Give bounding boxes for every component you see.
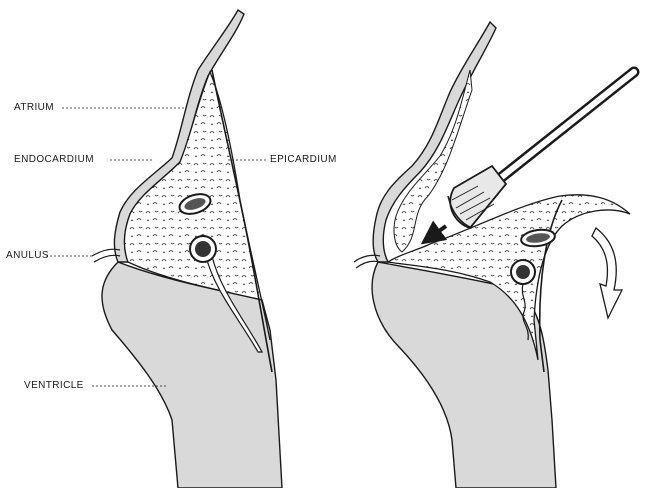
- label-atrium: ATRIUM: [14, 102, 54, 114]
- label-epicardium: EPICARDIUM: [270, 154, 337, 166]
- right-panel: [354, 22, 634, 488]
- right-artery-lumen: [516, 265, 530, 279]
- label-anulus: ANULUS: [6, 250, 49, 262]
- left-artery-lumen: [195, 241, 211, 257]
- retraction-arrow: [592, 228, 622, 318]
- left-panel: [46, 10, 282, 488]
- label-ventricle: VENTRICLE: [24, 380, 84, 392]
- label-endocardium: ENDOCARDIUM: [14, 154, 94, 166]
